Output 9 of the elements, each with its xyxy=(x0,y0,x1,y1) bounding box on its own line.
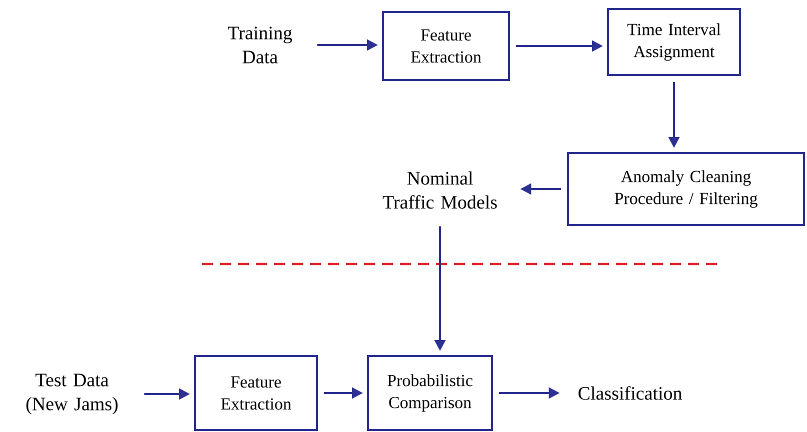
data-label: Test Data (New Jams) xyxy=(26,374,118,414)
data-label: Nominal Traffic Models xyxy=(382,171,497,209)
process-box: Feature Extraction xyxy=(194,355,318,431)
data-label: Training Data xyxy=(228,26,292,64)
process-box: Time Interval Assignment xyxy=(607,8,741,76)
process-box: Probabilistic Comparison xyxy=(367,355,493,431)
process-box: Feature Extraction xyxy=(382,11,510,81)
process-box: Anomaly Cleaning Procedure / Filtering xyxy=(567,152,805,226)
data-label: Classification xyxy=(578,386,682,400)
